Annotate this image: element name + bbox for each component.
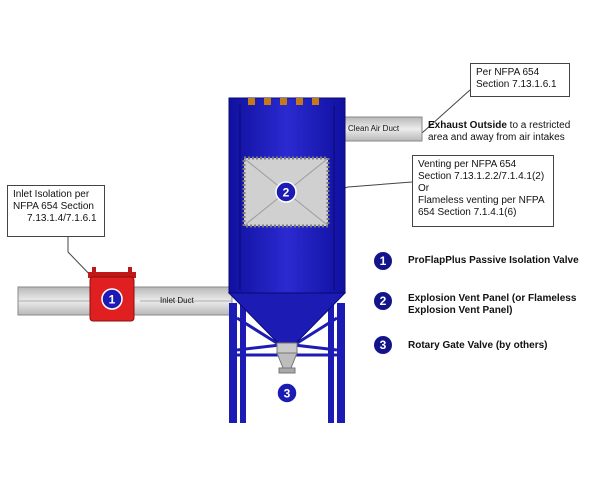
collector-hopper [227,292,347,344]
valve-badge-number: 1 [109,293,116,307]
venting-callout: Venting per NFPA 654 Section 7.13.1.2.2/… [412,155,554,227]
isolation-valve-lug [92,267,96,273]
legend-bullet: 2 [374,292,392,310]
exhaust-note: Exhaust Outside to a restricted area and… [428,120,570,144]
legend-item-isolation-valve: 1 ProFlapPlus Passive Isolation Valve [374,252,579,270]
collector-support-legs [229,303,345,423]
rotary-gate-valve [276,342,298,354]
exhaust-note-rest: to a restricted [506,120,571,131]
isolation-valve-lug [128,267,132,273]
vent-badge-circle [275,181,297,203]
leader-inlet [67,237,96,281]
legend-item-rotary-gate: 3 Rotary Gate Valve (by others) [374,336,548,354]
isolation-valve-flange [88,272,136,278]
rotary-gate-valve-flange [278,367,296,374]
legend-text: Explosion Vent Panel (or Flameless Explo… [408,293,577,316]
legend-item-explosion-vent: 2 Explosion Vent Panel (or Flameless Exp… [374,292,576,317]
legend-bullet: 3 [374,336,392,354]
exhaust-note-bold: Exhaust Outside [428,120,507,131]
valve-badge-circle [101,288,123,310]
vent-badge-number: 2 [283,186,290,200]
exhaust-note-line2: area and away from air intakes [428,132,565,143]
legend-bullet: 1 [374,252,392,270]
rotary-badge-circle [276,382,298,404]
callout-line: Venting per NFPA 654 [418,159,517,170]
callout-line: Inlet Isolation per [13,189,90,200]
rotary-badge-number: 3 [284,387,291,401]
exhaust-nfpa-callout: Per NFPA 654 Section 7.13.1.6.1 [470,63,570,97]
rotary-gate-valve-outlet [276,352,298,369]
callout-line: Flameless venting per NFPA [418,195,545,206]
inlet-isolation-callout: Inlet Isolation per NFPA 654 Section 7.1… [7,185,105,237]
callout-line: Or [418,183,430,194]
collector-top-lugs [248,98,319,105]
legend-text: ProFlapPlus Passive Isolation Valve [408,255,579,266]
callout-line: Per NFPA 654 [476,67,540,78]
callout-line: 654 Section 7.1.4.1(6) [418,207,517,218]
inlet-duct-label: Inlet Duct [160,296,194,305]
callout-line: NFPA 654 Section [13,201,94,212]
callout-line: 7.13.1.4/7.1.6.1 [27,213,97,224]
callout-line: Section 7.13.1.2.2/7.1.4.1(2) [418,171,545,182]
legend-text: Rotary Gate Valve (by others) [408,340,548,351]
clean-air-duct-label: Clean Air Duct [348,124,400,133]
collector-panel-seams [239,105,335,290]
callout-line: Section 7.13.1.6.1 [476,79,557,90]
